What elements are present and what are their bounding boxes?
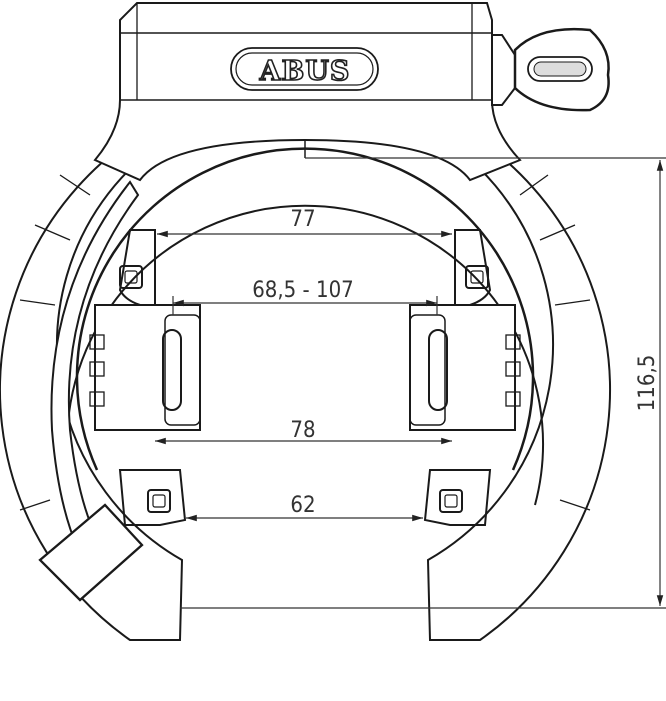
logo-badge — [230, 47, 379, 91]
ring-segment-lines — [19, 174, 591, 511]
inner-ring-outer-edge — [66, 204, 544, 506]
shackle-end — [38, 503, 144, 602]
dimension-bottom-width: 62 — [290, 493, 315, 518]
abus-logo: ABUS — [259, 56, 351, 87]
dimension-middle-width: 78 — [290, 418, 315, 443]
left-bracket — [89, 229, 201, 526]
dimension-top-width: 77 — [290, 207, 315, 232]
dimension-mount-range: 68,5 - 107 — [252, 278, 354, 303]
outer-ring — [0, 84, 611, 641]
dimension-height: 116,5 — [635, 355, 660, 412]
key-cylinder — [491, 27, 610, 112]
right-bracket — [409, 229, 521, 526]
lock-body — [93, 2, 522, 182]
